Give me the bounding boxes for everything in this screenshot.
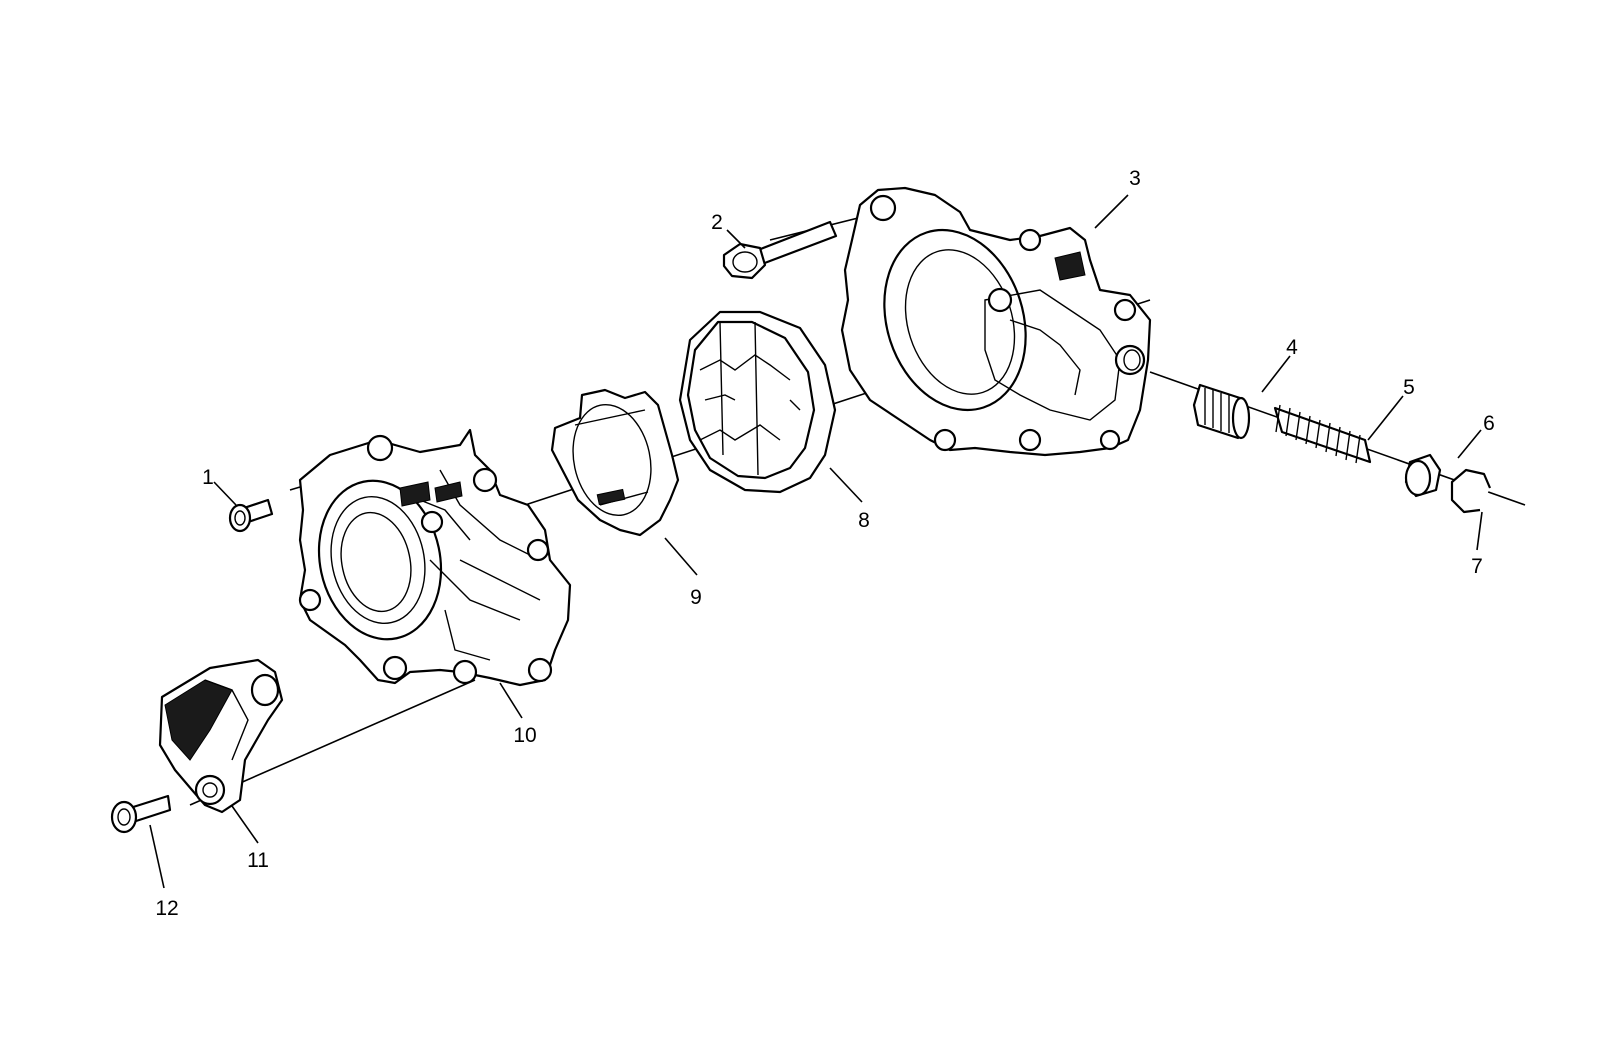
callout-7: 7 [1471,555,1483,578]
callout-1: 1 [202,466,214,489]
part-5-spring [1273,404,1372,464]
part-11-bracket [158,658,284,814]
part-4-valve [1192,383,1251,440]
part-7-retaining-ring [1450,468,1492,514]
leader-lines [149,194,1483,889]
callout-3: 3 [1129,167,1141,190]
part-6-plug [1404,453,1442,498]
callouts: 1 2 3 4 5 6 7 8 9 10 11 12 [155,167,1495,920]
part-9-inner-gear [550,388,680,537]
part-12-bolt [110,794,172,834]
callout-10: 10 [513,724,536,747]
callout-5: 5 [1403,376,1415,399]
part-3-pump-housing [840,186,1152,457]
part-10-pump-cover [298,428,572,687]
callout-6: 6 [1483,412,1495,435]
callout-12: 12 [155,897,178,920]
part-2-long-bolt [722,220,838,280]
callout-9: 9 [690,586,702,609]
callout-8: 8 [858,509,870,532]
callout-4: 4 [1286,336,1298,359]
part-8-outer-rotor [678,310,837,494]
callout-11: 11 [247,849,269,872]
callout-2: 2 [711,211,723,234]
part-1-bolt [228,498,274,533]
